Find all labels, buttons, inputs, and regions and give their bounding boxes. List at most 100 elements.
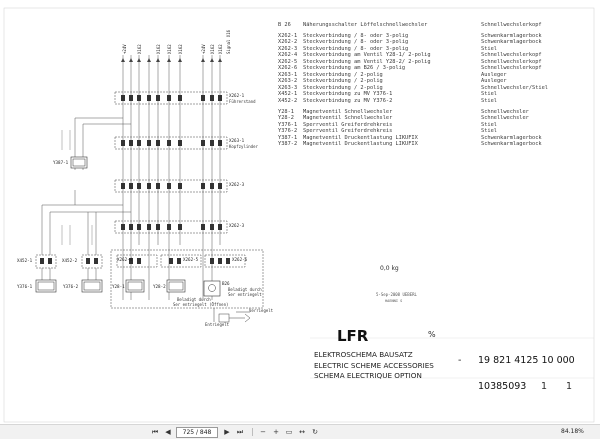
connector-label: X262-1 [229, 93, 245, 98]
title-line-en: ELECTRIC SCHEME ACCESSORIES [314, 361, 434, 370]
legend-description: Steckverbindung zu MV Y376-2 [303, 98, 393, 105]
legend-location: Schnellwechsler [481, 115, 529, 122]
legend-location: Stiel [481, 98, 497, 105]
connector-label: X262-5 [183, 257, 199, 262]
sheet-total: 1 [566, 381, 573, 392]
device-label: B26 [222, 281, 230, 286]
legend-row: X263-2 Steckverbindung / 2-polig Ausleger [278, 78, 578, 85]
schematic-sheet: +24V X162 X162 X162 X162 +24V X162 X162 … [3, 7, 595, 423]
legend-code: X262-5 [278, 58, 298, 65]
state-label: Verriegelt [249, 308, 274, 313]
zoom-level: 84.18% [561, 428, 584, 435]
legend-description: Steckverbindung am Ventil Y28-2/ 2-polig [303, 58, 431, 65]
legend-description: Magnetventil Schnellwechsler [303, 108, 393, 115]
legend-code: B 26 [278, 22, 291, 28]
legend-location: Schnellwechslerkopf [481, 52, 542, 59]
connector-label: X452-2 [62, 258, 78, 263]
legend-code: Y28-2 [278, 115, 294, 122]
legend-row: B 26 Näherungsschalter Löffelschnellwechs… [278, 22, 578, 29]
drawn-by: HAENNI S [385, 299, 403, 303]
document-number: 10385093 [478, 381, 527, 392]
part-dash: - [458, 355, 462, 366]
legend-location: Schnellwechslerkopf [481, 58, 542, 65]
legend-location: Schnellwechsler/Stiel [481, 84, 548, 91]
model-title: LFR [337, 327, 369, 345]
fit-page-button[interactable]: ▭ [285, 428, 293, 436]
bus-label: X162 [137, 44, 142, 54]
bus-label: X162 [167, 44, 172, 54]
legend-location: Schnellwechsler [481, 108, 529, 115]
note-text: Beladigt durch [177, 297, 211, 302]
bus-label: X162 [178, 44, 183, 54]
legend-code: X262-2 [278, 39, 298, 46]
legend-description: Näherungsschalter Löffelschnellwechsler [303, 22, 428, 28]
sheet-number: 1 [541, 381, 548, 392]
prev-page-button[interactable]: ◀ [165, 428, 171, 436]
toolbar-separator [252, 428, 253, 436]
legend-row: X263-1 Steckverbindung / 2-polig Ausleger [278, 72, 578, 79]
legend-code: X452-1 [278, 91, 298, 98]
note-text: Beladigt durch [228, 287, 262, 292]
legend-code: X263-2 [278, 78, 298, 85]
first-page-button[interactable]: ⏮ [151, 428, 159, 436]
legend-location: Schwenkarmlagerbock [481, 134, 542, 141]
legend-code: Y376-2 [278, 128, 298, 135]
legend-location: Stiel [481, 45, 497, 52]
legend-code: X262-3 [278, 45, 298, 52]
bus-label: X162 [210, 44, 215, 54]
legend-description: Steckverbindung am Ventil Y28-1/ 2-polig [303, 52, 431, 59]
connector-label: X262-4 [117, 257, 133, 262]
connector-sublabel: Führerstand [229, 99, 256, 104]
zoom-in-button[interactable]: + [273, 428, 279, 436]
legend-description: Steckverbindung / 2-polig [303, 71, 383, 78]
device-label: Y28-2 [153, 284, 166, 289]
legend-description: Steckverbindung / 8- oder 3-polig [303, 39, 409, 46]
connector-label: X262-6 [232, 257, 248, 262]
legend-code: X262-4 [278, 52, 298, 59]
connector-label: X263-1 [229, 138, 245, 143]
legend-description: Steckverbindung / 2-polig [303, 78, 383, 85]
legend-location: Schnellwechslerkopf [481, 22, 542, 28]
title-line-de: ELEKTROSCHEMA BAUSATZ [314, 350, 413, 359]
connector-label: X262-3 [229, 182, 245, 187]
page-number-input[interactable]: 725 / 848 [176, 427, 218, 438]
bus-label: +24V [122, 44, 127, 54]
legend-code: X263-1 [278, 71, 298, 78]
part-number: 19 821 4125 10 000 [478, 355, 575, 366]
weight-value: 0,0 kg [380, 265, 399, 272]
next-page-button[interactable]: ▶ [224, 428, 230, 436]
bus-label: Signal X16 [226, 29, 231, 54]
note-text: Ser entriegelt (Öffnen) [173, 302, 229, 307]
last-page-button[interactable]: ⏭ [236, 428, 244, 436]
rotate-button[interactable]: ↻ [312, 428, 318, 436]
legend-location: Ausleger [481, 78, 507, 85]
note-text: Ser entriegelt [228, 292, 262, 297]
legend-row: X262-4 Steckverbindung am Ventil Y28-1/ 2… [278, 52, 578, 59]
zoom-out-button[interactable]: − [260, 428, 266, 436]
connector-sublabel: Kopfzylinder [229, 144, 258, 149]
date-stamp: 5-Sep-2008 UEBERL [376, 292, 417, 297]
component-legend: B 26 Näherungsschalter Löffelschnellwechs… [278, 22, 578, 148]
legend-location: Schnellwechslerkopf [481, 65, 542, 72]
bus-label: +24V [201, 44, 206, 54]
legend-code: X262-1 [278, 32, 298, 39]
legend-location: Ausleger [481, 71, 507, 78]
legend-description: Sperrventil Greiferdrehkreis [303, 121, 393, 128]
percent-mark: % [428, 330, 436, 339]
viewer-toolbar: ⏮ ◀ 725 / 848 ▶ ⏭ − + ▭ ↔ ↻ 84.18% [0, 424, 600, 439]
legend-description: Magnetventil Druckentlastung LIKUFIX [303, 141, 418, 148]
legend-row: X262-5 Steckverbindung am Ventil Y28-2/ 2… [278, 59, 578, 66]
fit-width-button[interactable]: ↔ [299, 428, 305, 436]
device-label: Y387-1 [53, 160, 69, 165]
legend-code: X263-3 [278, 84, 298, 91]
